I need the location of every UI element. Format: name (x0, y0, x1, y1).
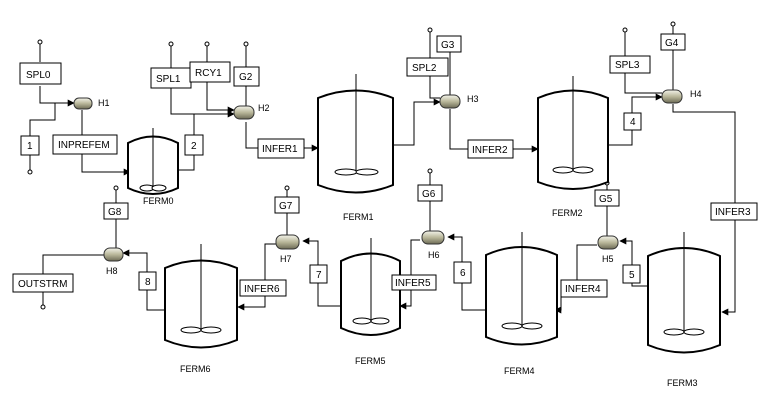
stream-g6[interactable]: G6 (417, 184, 443, 202)
svg-text:SPL0: SPL0 (26, 70, 51, 81)
stream-g2[interactable]: G2 (233, 66, 260, 87)
svg-text:1: 1 (27, 141, 33, 152)
stream-g7[interactable]: G7 (274, 196, 300, 214)
stream-g3[interactable]: G3 (436, 35, 462, 53)
fermenter-ferm6[interactable]: FERM6 (164, 244, 238, 374)
svg-text:INFER6: INFER6 (244, 284, 280, 295)
heater-h1[interactable]: H1 (73, 97, 110, 110)
svg-text:SPL1: SPL1 (156, 74, 181, 85)
heater-label: H8 (106, 266, 118, 276)
fermenter-label: FERM1 (343, 212, 374, 222)
stream-infer4[interactable]: INFER4 (560, 279, 608, 298)
stream-4[interactable]: 4 (623, 112, 642, 131)
svg-text:INFER2: INFER2 (472, 145, 508, 156)
heater-label: H2 (258, 103, 270, 113)
svg-text:6: 6 (460, 268, 466, 279)
stream-g8[interactable]: G8 (103, 202, 129, 220)
fermenter-label: FERM3 (667, 378, 698, 388)
heater-h7[interactable]: H7 (275, 234, 300, 264)
stream-lines (29, 26, 736, 316)
heater-label: H5 (602, 254, 614, 264)
heater-label: H3 (467, 94, 479, 104)
fermenter-label: FERM2 (552, 208, 583, 218)
stream-8[interactable]: 8 (138, 271, 157, 291)
fermenter-label: FERM0 (143, 196, 174, 206)
stream-spl1[interactable]: SPL1 (150, 67, 192, 89)
stream-g5[interactable]: G5 (594, 189, 620, 207)
fermenter-ferm0[interactable]: FERM0 (127, 128, 179, 206)
svg-text:INFER1: INFER1 (262, 144, 298, 155)
heater-label: H6 (428, 250, 440, 260)
svg-text:INFER5: INFER5 (395, 278, 431, 289)
stream-spl3[interactable]: SPL3 (609, 55, 651, 74)
stream-infer6[interactable]: INFER6 (239, 279, 287, 297)
heater-h8[interactable]: H8 (103, 247, 124, 276)
fermenter-ferm4[interactable]: FERM4 (485, 232, 558, 376)
svg-text:OUTSTRM: OUTSTRM (18, 279, 67, 290)
stream-6[interactable]: 6 (453, 261, 472, 284)
heater-h4[interactable]: H4 (661, 89, 702, 104)
fermenter-ferm1[interactable]: FERM1 (317, 74, 394, 222)
heater-h3[interactable]: H3 (439, 94, 479, 109)
stream-infer2[interactable]: INFER2 (467, 139, 514, 159)
svg-text:G8: G8 (108, 207, 122, 218)
svg-text:G6: G6 (422, 189, 436, 200)
stream-2[interactable]: 2 (184, 134, 204, 156)
stream-spl0[interactable]: SPL0 (19, 62, 62, 85)
svg-text:2: 2 (191, 141, 197, 152)
heater-label: H4 (690, 89, 702, 99)
fermenter-label: FERM4 (504, 366, 535, 376)
svg-text:8: 8 (145, 277, 151, 288)
fermenter-ferm5[interactable]: FERM5 (340, 238, 401, 366)
heater-label: H1 (98, 98, 110, 108)
svg-text:G7: G7 (279, 201, 293, 212)
svg-text:INFER3: INFER3 (715, 207, 751, 218)
svg-text:SPL2: SPL2 (412, 63, 437, 74)
stream-infer1[interactable]: INFER1 (257, 138, 305, 159)
stream-5[interactable]: 5 (622, 264, 641, 284)
heater-h5[interactable]: H5 (597, 235, 619, 264)
svg-text:7: 7 (316, 270, 322, 281)
fermenter-label: FERM5 (355, 356, 386, 366)
svg-text:G5: G5 (599, 194, 613, 205)
svg-text:INPREFEM: INPREFEM (58, 140, 110, 151)
stream-g4[interactable]: G4 (660, 33, 686, 51)
svg-text:SPL3: SPL3 (615, 60, 640, 71)
svg-text:INFER4: INFER4 (565, 284, 601, 295)
stream-infer3[interactable]: INFER3 (710, 202, 758, 221)
svg-text:5: 5 (629, 270, 635, 281)
svg-text:4: 4 (630, 117, 636, 128)
svg-text:G3: G3 (441, 40, 455, 51)
fermenter-label: FERM6 (180, 364, 211, 374)
heater-label: H7 (280, 254, 292, 264)
heater-h2[interactable]: H2 (233, 103, 270, 120)
heater-h6[interactable]: H6 (421, 230, 445, 260)
svg-text:G4: G4 (665, 38, 679, 49)
stream-spl2[interactable]: SPL2 (406, 57, 449, 77)
stream-inprefem[interactable]: INPREFEM (52, 134, 118, 155)
fermenter-ferm3[interactable]: FERM3 (647, 232, 721, 388)
fermenter-ferm2[interactable]: FERM2 (537, 76, 609, 218)
svg-text:RCY1: RCY1 (195, 68, 222, 79)
stream-1[interactable]: 1 (20, 135, 40, 156)
stream-7[interactable]: 7 (309, 264, 328, 284)
stream-rcy1[interactable]: RCY1 (189, 61, 231, 83)
stream-outstrm[interactable]: OUTSTRM (12, 273, 74, 293)
feed-points (27, 21, 676, 310)
svg-text:G2: G2 (239, 72, 253, 83)
stream-infer5[interactable]: INFER5 (391, 274, 437, 291)
